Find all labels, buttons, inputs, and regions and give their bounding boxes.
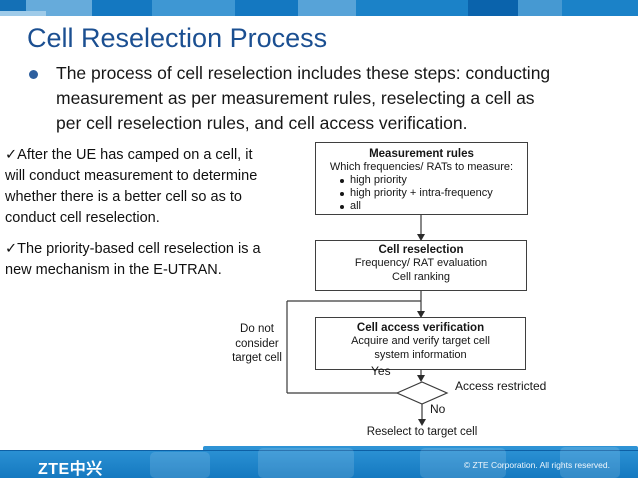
list-bullet-icon xyxy=(340,192,344,196)
note-priority-based: ✓The priority-based cell reselection is … xyxy=(5,239,261,281)
measure-item: all xyxy=(316,200,527,213)
box-line: Cell ranking xyxy=(391,270,451,283)
measurement-rules-box: Measurement rules Which frequencies/ RAT… xyxy=(315,142,528,215)
footer-highlight xyxy=(150,452,210,478)
main-bullet-line: The process of cell reselection includes… xyxy=(56,63,551,83)
box-title: Cell access verification xyxy=(356,322,485,334)
banner-tile xyxy=(92,0,152,16)
copyright-text: © ZTE Corporation. All rights reserved. xyxy=(463,460,610,470)
measure-item-label: all xyxy=(350,200,362,212)
box-line: Frequency/ RAT evaluation xyxy=(354,257,488,269)
banner-tile xyxy=(152,0,235,16)
no-label: No xyxy=(430,402,446,416)
cell-reselection-box: Cell reselection Frequency/ RAT evaluati… xyxy=(315,240,527,291)
footer-highlight xyxy=(560,447,620,478)
list-bullet-icon xyxy=(340,179,344,183)
banner-tile xyxy=(562,0,638,16)
footer-step xyxy=(203,446,638,451)
access-restricted-label: Access restricted xyxy=(455,379,547,393)
box-subtitle: Which frequencies/ RATs to measure: xyxy=(329,161,514,173)
box-line: system information xyxy=(374,348,467,361)
banner-tile xyxy=(298,0,356,16)
arrowhead-icon xyxy=(418,419,426,426)
note-line: whether there is a better cell so as to xyxy=(5,189,242,205)
note-line: conduct cell reselection. xyxy=(5,210,160,226)
measure-item-label: high priority + intra-frequency xyxy=(350,187,493,199)
reselect-target-label: Reselect to target cell xyxy=(366,426,478,438)
do-not-consider-label: Do not consider target cell xyxy=(232,323,282,364)
footer-bar xyxy=(0,450,638,478)
banner-tile xyxy=(235,0,298,16)
cell-access-verification-box: Cell access verification Acquire and ver… xyxy=(315,317,526,370)
measure-item: high priority xyxy=(316,174,527,187)
note-line: new mechanism in the E-UTRAN. xyxy=(5,262,222,278)
decision-diamond xyxy=(395,381,449,405)
top-banner xyxy=(0,0,638,16)
note-line: ✓After the UE has camped on a cell, it xyxy=(5,147,253,163)
main-bullet-line: measurement as per measurement rules, re… xyxy=(56,88,535,108)
footer-highlight xyxy=(258,448,354,478)
zte-logo: ZTE中兴 xyxy=(38,461,103,478)
note-line: ✓The priority-based cell reselection is … xyxy=(5,241,261,257)
banner-tile xyxy=(518,0,562,16)
box-title: Cell reselection xyxy=(378,244,464,256)
bullet-icon xyxy=(29,70,38,79)
main-bullet-text: The process of cell reselection includes… xyxy=(56,61,550,136)
box-line: Acquire and verify target cell xyxy=(351,335,490,347)
measure-item-label: high priority xyxy=(350,174,407,186)
footer-highlight xyxy=(420,448,506,478)
box-title: Measurement rules xyxy=(369,148,474,160)
list-bullet-icon xyxy=(340,205,344,209)
yes-label: Yes xyxy=(371,364,391,378)
banner-tile xyxy=(0,11,46,16)
banner-tile xyxy=(468,0,518,16)
page-title: Cell Reselection Process xyxy=(27,23,328,53)
note-camped-cell: ✓After the UE has camped on a cell, it w… xyxy=(5,145,257,229)
banner-tile xyxy=(356,0,468,16)
arrowhead-icon xyxy=(417,375,425,382)
note-line: will conduct measurement to determine xyxy=(5,168,258,184)
measure-item: high priority + intra-frequency xyxy=(316,187,527,200)
main-bullet-line: per cell reselection rules, and cell acc… xyxy=(56,113,468,133)
